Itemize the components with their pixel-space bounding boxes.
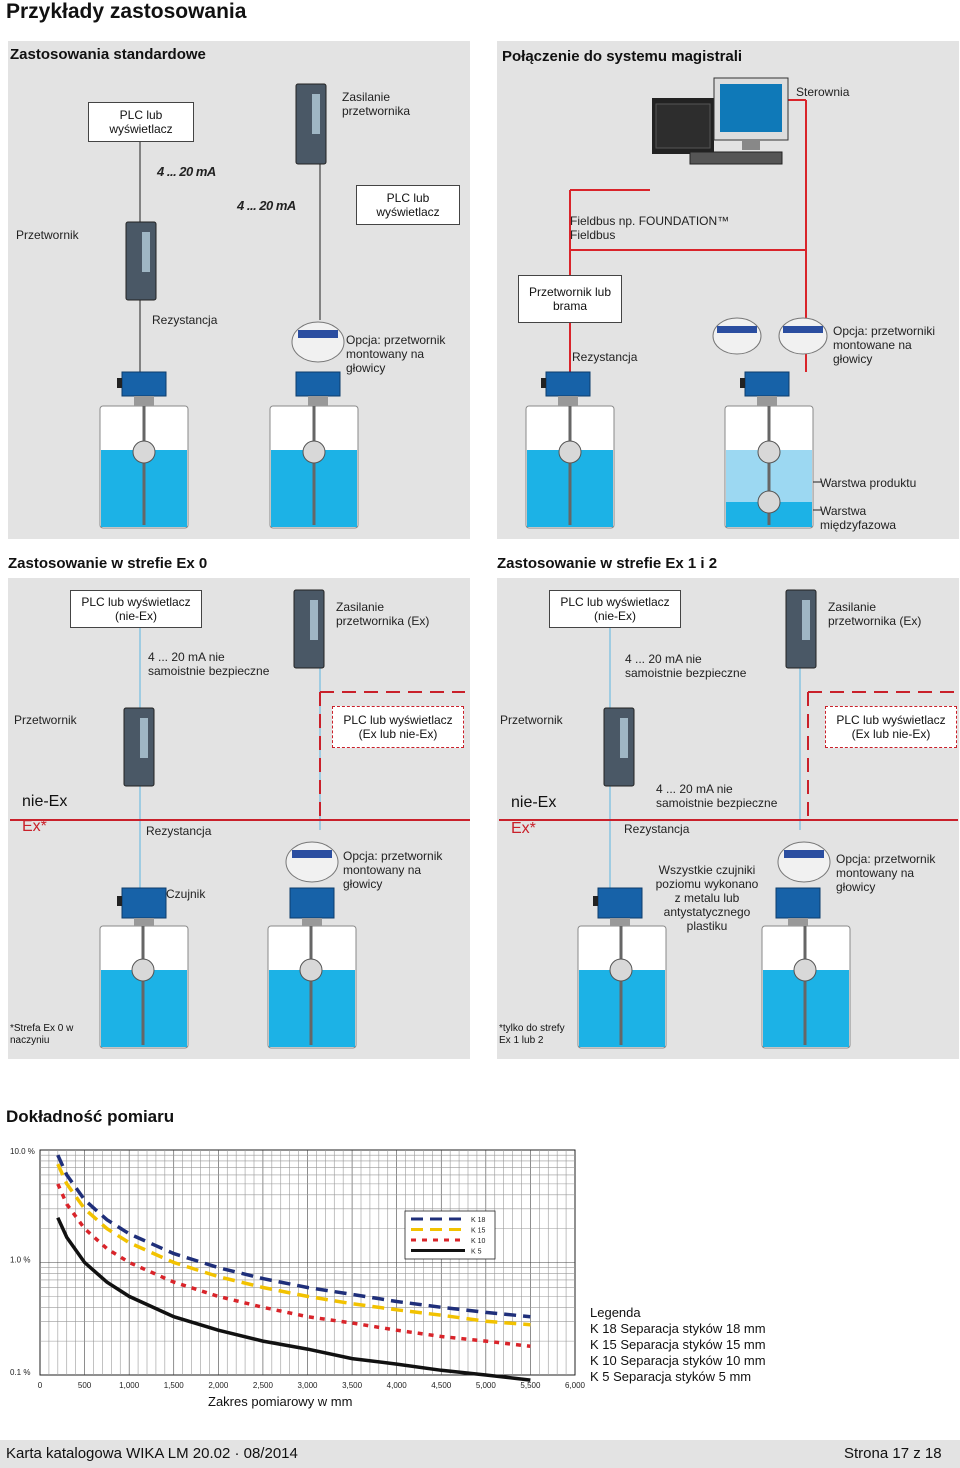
transmitter-label-ex0: Przetwornik: [14, 713, 77, 727]
legend-item-k10: K 10 Separacja styków 10 mm: [590, 1353, 766, 1368]
vessel-ex0-2: [267, 920, 357, 1049]
x-tick-label: 3,000: [297, 1381, 318, 1390]
plc-nonex-box: PLC lub wyświetlacz (nie-Ex): [70, 590, 202, 628]
series-line-k10: [56, 1183, 531, 1349]
fieldbus-label: Fieldbus np. FOUNDATION™ Fieldbus: [570, 214, 730, 242]
option-head-label-ex12: Opcja: przetwornik montowany na głowicy: [836, 852, 936, 894]
option-head-label-ex0: Opcja: przetwornik montowany na głowicy: [343, 849, 443, 891]
supply-label: Zasilanie przetwornika: [342, 90, 411, 118]
resistance-label-ex12: Rezystancja: [624, 822, 690, 836]
legend-label: K 10: [471, 1238, 486, 1245]
series-line-k15: [56, 1163, 531, 1327]
x-tick-label: 3,500: [342, 1381, 363, 1390]
vessel-bus-1: [525, 400, 615, 529]
sensor-label: Czujnik: [166, 887, 206, 901]
controller-label: Sterownia: [796, 85, 850, 99]
nie-ex-label-ex12: nie-Ex: [511, 794, 557, 811]
page-title: Przykłady zastosowania: [6, 0, 247, 23]
non-is-current-label-2: 4 ... 20 mA nie samoistnie bezpieczne: [656, 782, 778, 810]
x-tick-label: 500: [78, 1381, 92, 1390]
plc-ex-box-ex12: PLC lub wyświetlacz (Ex lub nie-Ex): [825, 706, 957, 748]
interface-layer-label: Warstwa międzyfazowa: [820, 504, 897, 532]
x-tick-label: 1,500: [164, 1381, 185, 1390]
ex-zone-label: Ex*: [22, 818, 47, 835]
option-heads-label: Opcja: przetworniki montowane na głowicy: [833, 324, 936, 366]
supply-ex-label-ex12: Zasilanie przetwornika (Ex): [828, 600, 922, 628]
legend-label: K 18: [471, 1217, 486, 1224]
supply-ex-label: Zasilanie przetwornika (Ex): [336, 600, 430, 628]
legend-title: Legenda: [590, 1305, 641, 1320]
ex0-footnote: *Strefa Ex 0 w naczyniu: [10, 1023, 74, 1046]
legend-item-k5: K 5 Separacja styków 5 mm: [590, 1369, 752, 1384]
x-tick-label: 2,500: [253, 1381, 274, 1390]
nie-ex-label: nie-Ex: [22, 793, 68, 810]
resistance-label: Rezystancja: [152, 313, 218, 327]
y-tick-label: 10.0 %: [10, 1147, 35, 1156]
x-tick-label: 6,000: [565, 1381, 586, 1390]
y-tick-label: 0.1 %: [10, 1368, 30, 1377]
product-layer-label: Warstwa produktu: [820, 476, 917, 490]
transmitter-label: Przetwornik: [16, 228, 79, 242]
legend-label: K 5: [471, 1249, 482, 1256]
footer-bar: [0, 1440, 960, 1468]
panel-ex0: [8, 578, 470, 1059]
vessel-ex0-1: [99, 920, 189, 1049]
series-line-k18: [56, 1154, 531, 1319]
resistance-label-ex0: Rezystancja: [146, 824, 212, 838]
vessel-standard-2: [269, 400, 359, 529]
legend-item-k15: K 15 Separacja styków 15 mm: [590, 1337, 766, 1352]
vessel-ex12-1: [577, 920, 667, 1049]
chart-legend-text: Legenda K 18 Separacja styków 18 mm K 15…: [590, 1305, 766, 1385]
current-loop-label-2: 4 ... 20 mA: [237, 198, 296, 213]
non-is-current-label: 4 ... 20 mA nie samoistnie bezpieczne: [148, 650, 270, 678]
transmitter-label-ex12: Przetwornik: [500, 713, 563, 727]
computer-icon: [652, 77, 789, 165]
resistance-label-bus: Rezystancja: [572, 350, 638, 364]
x-tick-label: 2,000: [208, 1381, 229, 1390]
section-title-ex0: Zastosowanie w strefie Ex 0: [8, 555, 208, 572]
accuracy-title: Dokładność pomiaru: [6, 1107, 175, 1126]
footer-right: Strona 17 z 18: [844, 1445, 942, 1462]
chart-x-axis-label: Zakres pomiarowy w mm: [208, 1394, 353, 1409]
footer-left: Karta katalogowa WIKA LM 20.02 · 08/2014: [6, 1445, 298, 1462]
x-tick-label: 4,500: [431, 1381, 452, 1390]
series-line-k5: [56, 1216, 531, 1382]
antistatic-note: Wszystkie czujniki poziomu wykonano z me…: [655, 863, 759, 933]
ex-zone-label-ex12: Ex*: [511, 820, 536, 837]
gateway-box: Przetwornik lub brama: [518, 275, 622, 323]
plc-display-box-2: PLC lub wyświetlacz: [356, 185, 460, 225]
x-tick-label: 5,500: [520, 1381, 541, 1390]
plc-display-box-1: PLC lub wyświetlacz: [88, 102, 194, 142]
current-loop-label-1: 4 ... 20 mA: [157, 164, 216, 179]
option-head-label: Opcja: przetwornik montowany na głowicy: [346, 333, 446, 375]
plc-ex-box: PLC lub wyświetlacz (Ex lub nie-Ex): [332, 706, 464, 748]
panel-ex12: [497, 578, 959, 1059]
section-title-bus: Połączenie do systemu magistrali: [502, 48, 743, 65]
section-title-standard: Zastosowania standardowe: [10, 46, 206, 63]
non-is-current-label-ex12: 4 ... 20 mA nie samoistnie bezpieczne: [625, 652, 747, 680]
x-tick-label: 4,000: [387, 1381, 408, 1390]
x-tick-label: 5,000: [476, 1381, 497, 1390]
vessel-ex12-2: [761, 920, 851, 1049]
plc-nonex-box-ex12: PLC lub wyświetlacz (nie-Ex): [549, 590, 681, 628]
legend-label: K 15: [471, 1228, 486, 1235]
vessel-bus-2: [724, 400, 822, 529]
legend-item-k18: K 18 Separacja styków 18 mm: [590, 1321, 766, 1336]
ex12-footnote: *tylko do strefy Ex 1 lub 2: [499, 1023, 565, 1046]
x-tick-label: 0: [38, 1381, 43, 1390]
y-tick-label: 1.0 %: [10, 1256, 30, 1265]
din-rail-modules: [123, 83, 817, 787]
x-tick-label: 1,000: [119, 1381, 140, 1390]
section-title-ex12: Zastosowanie w strefie Ex 1 i 2: [497, 555, 718, 572]
vessel-standard-1: [99, 400, 189, 529]
panel-standard: [8, 41, 470, 539]
